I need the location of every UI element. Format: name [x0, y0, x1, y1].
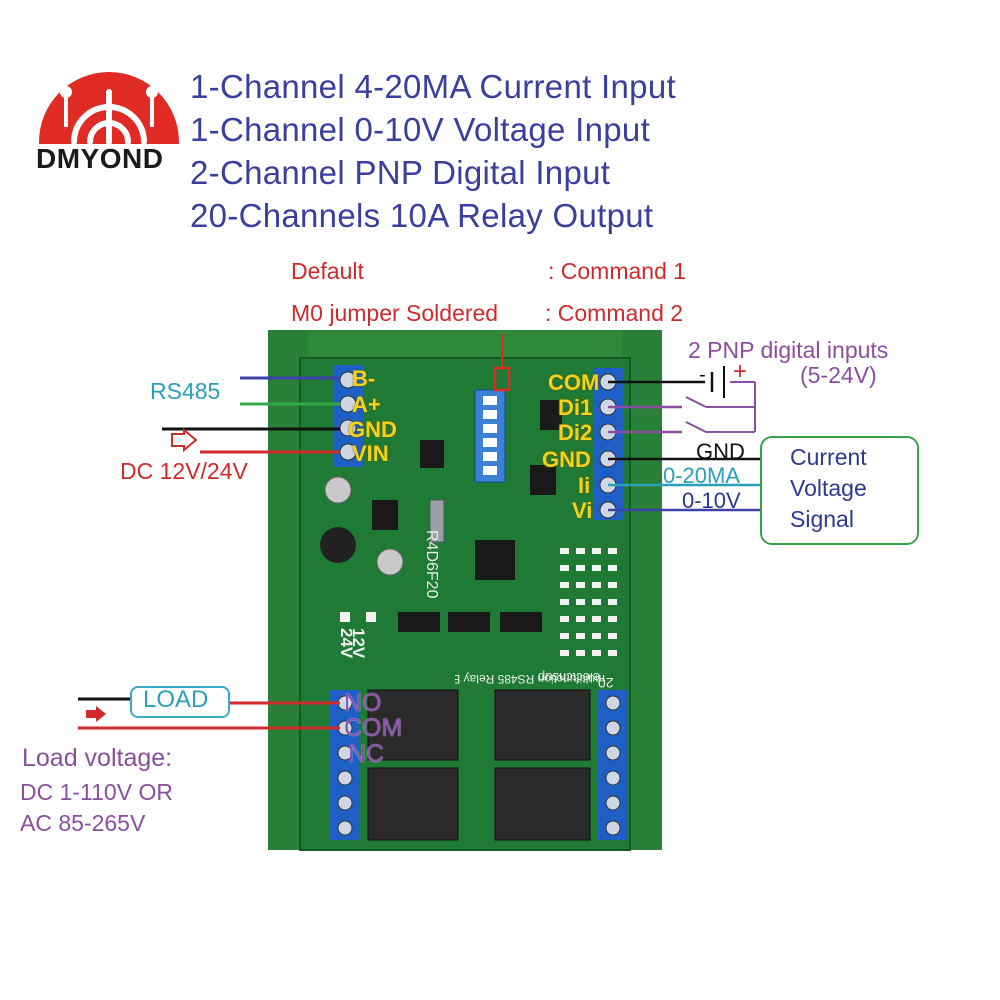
chip-regulator	[372, 500, 398, 530]
chip-opto-1	[540, 400, 562, 430]
board-channel-num: 20	[598, 675, 614, 691]
relay-pin-nc: NC	[348, 740, 385, 768]
battery-minus: -	[699, 364, 706, 386]
pad-12v	[366, 612, 376, 622]
battery-icon	[710, 366, 725, 398]
dc-arrow-icon	[171, 427, 198, 453]
signal-voltage: Voltage	[790, 475, 867, 501]
pad-24v	[340, 612, 350, 622]
pnp-range: (5-24V)	[800, 362, 877, 388]
board-24v: 24V	[337, 628, 356, 659]
chip-driver-3	[500, 612, 542, 632]
jumper-default-label: Default	[291, 258, 364, 284]
signal-callout	[760, 436, 919, 545]
pin-vin: VIN	[352, 441, 389, 466]
jumper-m0-label: M0 jumper Soldered	[291, 300, 499, 326]
pin-gnd-right: GND	[542, 447, 591, 472]
jumper-default-value: : Command 1	[548, 258, 687, 284]
led-grid	[560, 548, 617, 656]
chip-mcu	[475, 540, 515, 580]
header-line-1: 1-Channel 4-20MA Current Input	[190, 68, 676, 105]
load-box	[130, 686, 230, 718]
pin-di2: Di2	[558, 420, 593, 445]
pin-ii: Ii	[578, 473, 591, 498]
battery-plus: +	[733, 358, 748, 385]
gnd-wire-label: GND	[696, 439, 745, 464]
load-voltage-ac: AC 85-265V	[20, 810, 146, 836]
jumper-m0-value: : Command 2	[545, 300, 684, 326]
brand-name: DMYOND	[36, 143, 164, 174]
header-line-4: 20-Channels 10A Relay Output	[190, 197, 654, 234]
terminal-block-inputs	[593, 368, 623, 520]
terminal-screws-power	[339, 371, 357, 461]
pin-gnd: GND	[348, 417, 397, 442]
crystal	[429, 499, 445, 543]
terminal-block-relay-right	[598, 690, 628, 840]
chip-opto-2	[530, 465, 556, 495]
relay-pin-no: NO	[344, 689, 382, 717]
pin-di1: Di1	[558, 395, 593, 420]
terminal-screws-inputs	[599, 373, 617, 519]
signal-signal: Signal	[790, 506, 854, 532]
current-wire-label: 0-20MA	[663, 463, 741, 488]
switch-icon	[685, 396, 707, 433]
pin-com: COM	[548, 370, 600, 395]
brand-logo	[34, 32, 184, 182]
chip-rs485	[420, 440, 444, 468]
board-subtitle: multifunction RS485 Relay Board	[455, 672, 605, 686]
logo-icon	[39, 72, 179, 145]
signal-current: Current	[790, 444, 867, 470]
dc-supply-label: DC 12V/24V	[120, 458, 248, 484]
pnp-title: 2 PNP digital inputs	[688, 337, 889, 363]
voltage-wire-label: 0-10V	[682, 488, 741, 513]
pin-b: B-	[352, 366, 376, 391]
load-label: LOAD	[143, 686, 209, 713]
load-arrow-icon	[86, 706, 106, 722]
load-voltage-title: Load voltage:	[22, 744, 173, 772]
din-rail-housing	[268, 330, 660, 360]
rs485-label: RS485	[150, 378, 221, 404]
capacitor-2	[376, 548, 404, 576]
capacitor-1	[324, 476, 352, 504]
pin-a: A+	[352, 392, 381, 417]
load-voltage-dc: DC 1-110V OR	[20, 779, 173, 805]
relay-pin-com: COM	[344, 714, 403, 742]
terminal-screws-relay-left	[337, 695, 353, 836]
inductor	[320, 527, 356, 563]
relays	[367, 689, 591, 841]
terminal-block-relay-left	[330, 690, 360, 840]
chip-driver-1	[398, 612, 440, 632]
header-line-2: 1-Channel 0-10V Voltage Input	[190, 111, 651, 148]
chip-driver-2	[448, 612, 490, 632]
pin-vi: Vi	[572, 498, 593, 523]
board-model: R4D6F20	[423, 530, 440, 599]
header-line-3: 2-Channel PNP Digital Input	[190, 154, 611, 191]
terminal-screws-relay-right	[605, 695, 621, 836]
